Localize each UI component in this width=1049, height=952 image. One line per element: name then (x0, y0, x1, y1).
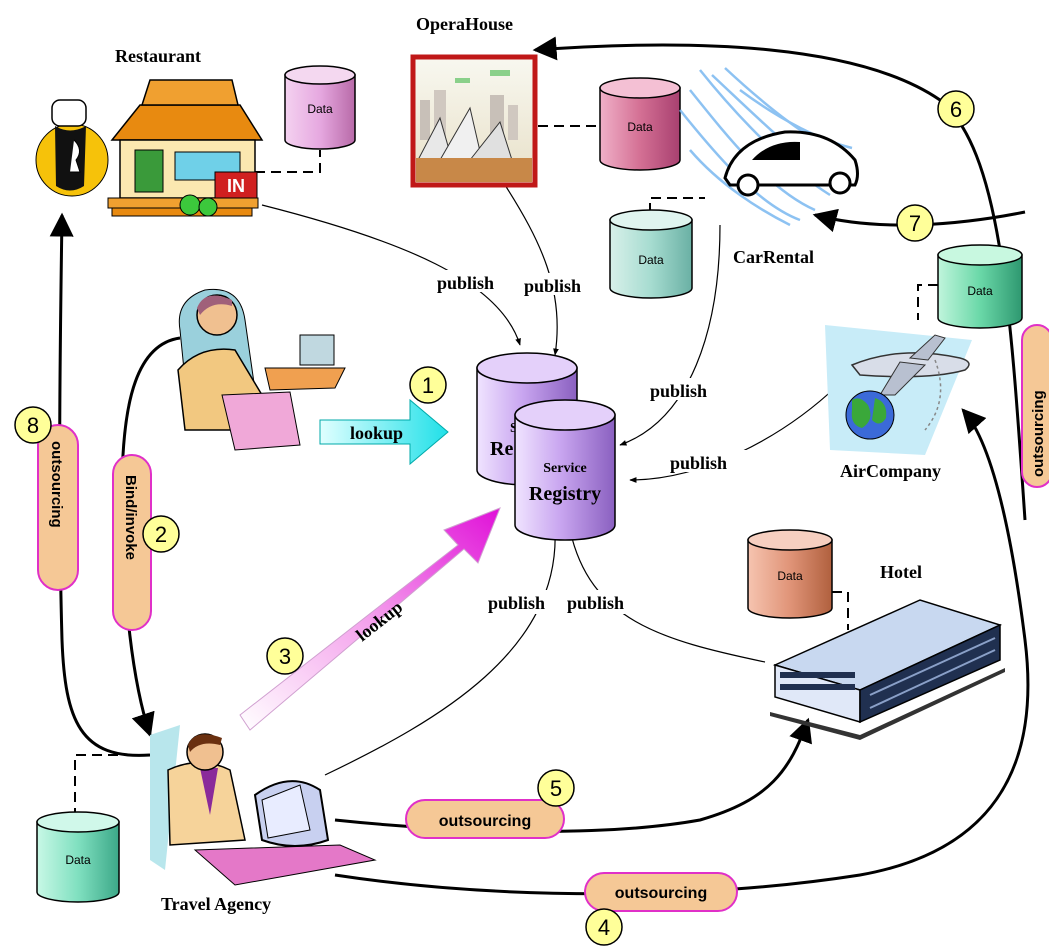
step-3-badge: 3 (266, 637, 304, 675)
step-badges: 1 2 3 4 5 6 7 8 (14, 90, 975, 946)
publish-label-aircompany: publish (670, 453, 727, 473)
publish-connectors (261, 184, 839, 776)
datastore-label: Data (65, 853, 91, 867)
air-company-node: AirCompany (825, 325, 972, 481)
globe-icon (845, 390, 895, 440)
step-5-badge: 5 (537, 769, 575, 807)
restaurant-building-icon: IN (107, 79, 264, 217)
datastore-label: Data (967, 284, 993, 298)
pill-outsourcing-4: outsourcing (584, 872, 738, 912)
pill-outsourcing-right: outsourcing (1021, 324, 1049, 488)
pill-outsourcing-8: outsourcing (37, 424, 79, 591)
datastore-label: Data (777, 569, 803, 583)
carrental-publish-line (619, 224, 721, 446)
datastore-hotel: Data (747, 529, 833, 619)
datastore-aircompany: Data (937, 244, 1023, 329)
publish-label-carrental: publish (650, 381, 707, 401)
edge-4-to-aircompany (334, 408, 1030, 896)
hotel-node: Hotel (770, 562, 1005, 740)
opera-house-node: OperaHouse (410, 14, 538, 188)
agency-publish-line (324, 529, 559, 776)
step-4-badge: 4 (585, 908, 623, 946)
user-node (177, 288, 346, 451)
outsourcing-label-right: outsourcing (1030, 390, 1047, 477)
agency-backdrop (150, 725, 180, 870)
publish-label-agency: publish (488, 593, 545, 613)
travel-agency-label: Travel Agency (161, 894, 271, 914)
agent-at-computer-icon (167, 733, 377, 886)
svg-text:2: 2 (155, 522, 167, 547)
hotel-label: Hotel (880, 562, 922, 582)
svg-text:5: 5 (550, 776, 562, 801)
step-6-badge: 6 (937, 90, 975, 128)
outsourcing-label-5: outsourcing (439, 813, 531, 830)
step-8-badge: 8 (14, 406, 52, 444)
travel-agency-node: Travel Agency (150, 725, 377, 914)
outsourcing-label-8: outsourcing (48, 441, 65, 528)
restaurant-publish-line (261, 204, 521, 346)
pill-outsourcing-5: outsourcing (405, 799, 565, 839)
registry-label-line1: Service (543, 461, 587, 476)
svg-text:6: 6 (950, 97, 962, 122)
car-rental-node: CarRental (679, 67, 859, 267)
datastore-restaurant: Data (284, 65, 356, 150)
publish-label-restaurant: publish (437, 273, 494, 293)
svg-text:7: 7 (909, 211, 921, 236)
air-company-label: AirCompany (840, 461, 941, 481)
publish-label-hotel: publish (567, 593, 624, 613)
datastore-opera: Data (599, 77, 681, 171)
svg-text:8: 8 (27, 413, 39, 438)
chef-icon (35, 99, 109, 197)
svg-text:4: 4 (598, 915, 610, 940)
opera-house-icon (416, 70, 532, 182)
publish-label-opera: publish (524, 276, 581, 296)
datastore-label: Data (638, 253, 664, 267)
data-dashed-links (74, 125, 938, 815)
publish-labels: publish publish publish publish publish … (434, 270, 748, 614)
step-1-badge: 1 (409, 366, 447, 404)
svg-text:1: 1 (422, 373, 434, 398)
pill-bind-invoke: Bind/invoke (112, 454, 152, 631)
bind-invoke-label: Bind/invoke (122, 475, 139, 560)
opera-publish-line (504, 184, 559, 356)
outsourcing-label-4: outsourcing (615, 885, 707, 902)
step-7-badge: 7 (896, 204, 934, 242)
service-registry: Service Registry (514, 399, 616, 541)
hotel-building-icon (770, 599, 1005, 740)
car-rental-label: CarRental (733, 247, 814, 267)
restaurant-label: Restaurant (115, 46, 201, 66)
datastore-label: Data (627, 120, 653, 134)
opera-house-label: OperaHouse (416, 14, 513, 34)
datastore-travel-agency: Data (36, 811, 120, 903)
datastore-carrental: Data (609, 209, 693, 299)
lookup-arrow-1: lookup (319, 398, 449, 466)
car-icon (723, 130, 859, 197)
registry-back-line2: Re (490, 438, 513, 460)
lookup-label-1: lookup (350, 423, 403, 443)
step-2-badge: 2 (142, 515, 180, 553)
hotel-publish-line (568, 529, 766, 663)
restaurant-sign: IN (227, 176, 245, 196)
restaurant-node: IN Restaurant (35, 46, 264, 217)
datastore-label: Data (307, 102, 333, 116)
registry-label-line2: Registry (529, 483, 601, 505)
airplane-icon (850, 334, 970, 431)
svg-text:3: 3 (279, 644, 291, 669)
